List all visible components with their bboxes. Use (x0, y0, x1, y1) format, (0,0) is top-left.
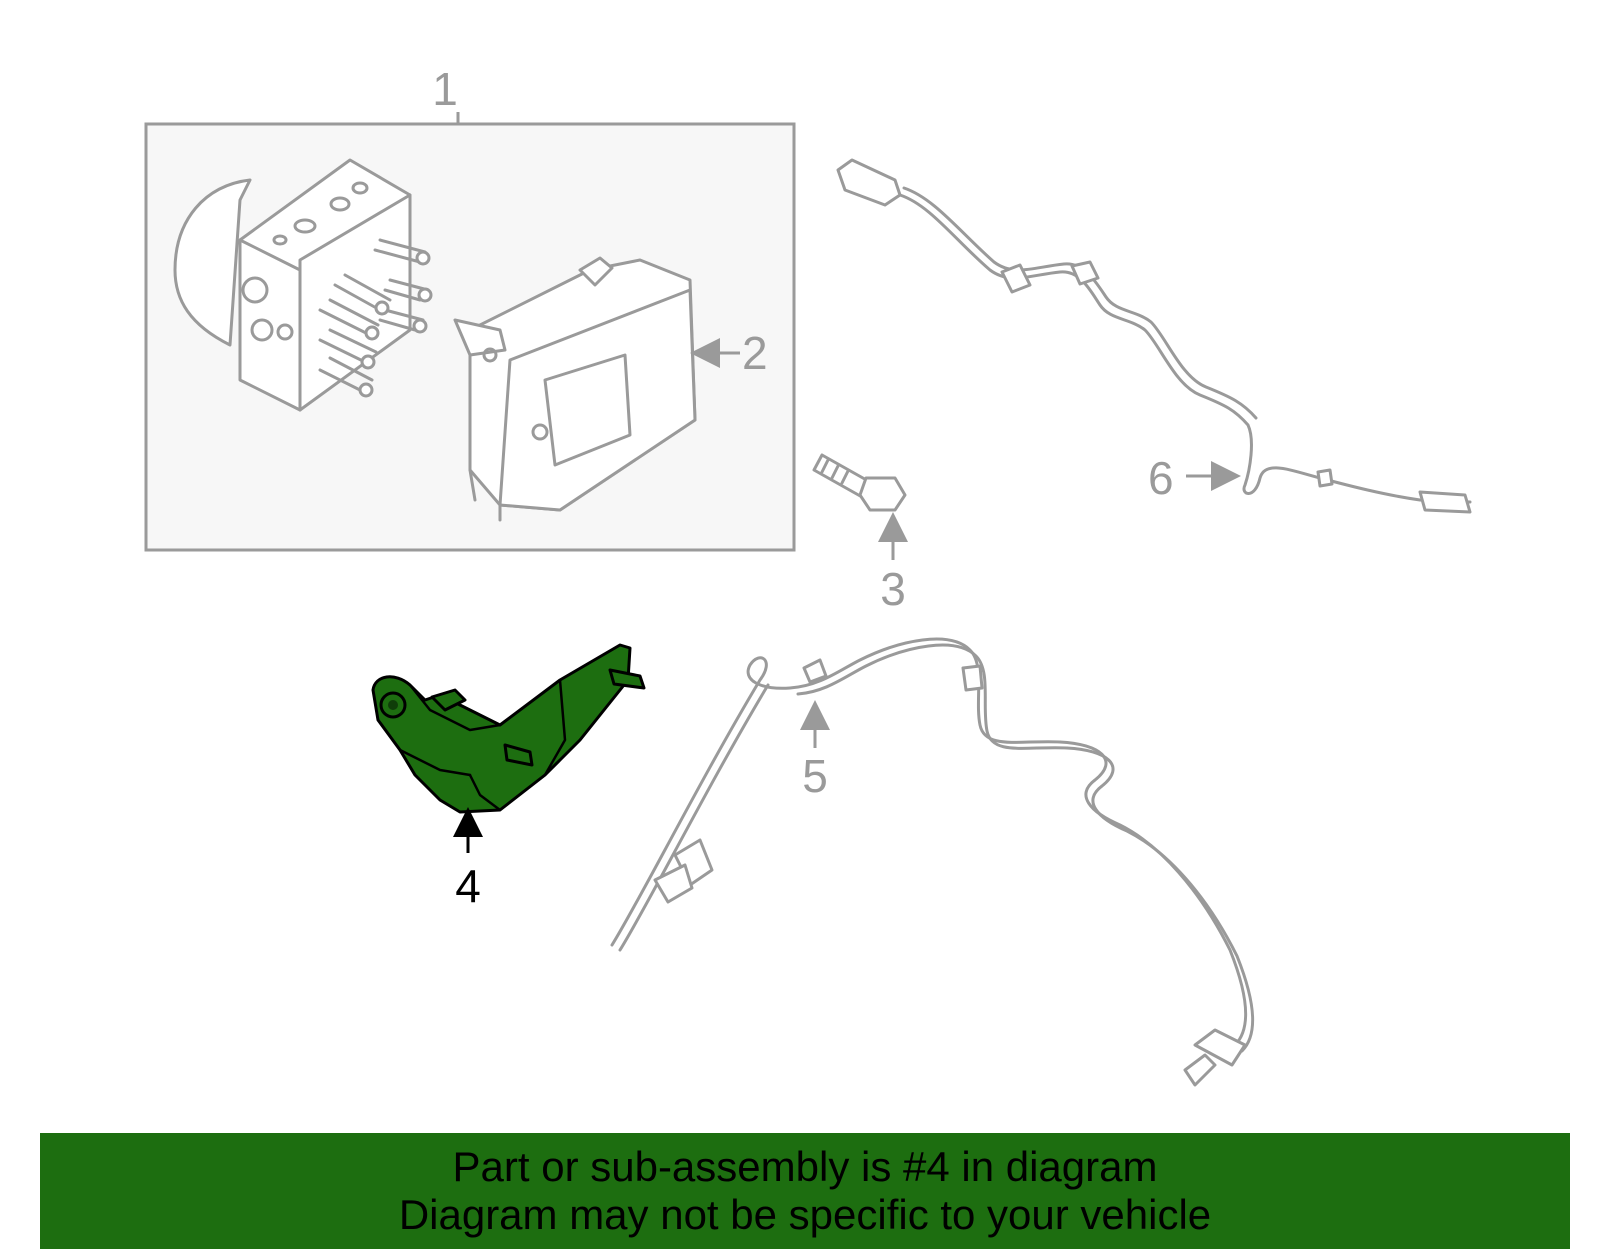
callout-6-label: 6 (1148, 452, 1174, 504)
info-banner: Part or sub-assembly is #4 in diagram Di… (40, 1133, 1570, 1249)
callout-5-group: 5 (800, 700, 830, 802)
callout-3-group: 3 (878, 512, 908, 615)
callout-2-label: 2 (742, 327, 768, 379)
sensor-harness-5 (610, 637, 1255, 1087)
banner-line-disclaimer: Diagram may not be specific to your vehi… (398, 1191, 1212, 1238)
callout-5-label: 5 (802, 750, 828, 802)
callout-2-group: 2 (690, 327, 768, 379)
sensor-harness-6 (836, 158, 1472, 514)
abs-ports (318, 238, 433, 398)
callout-3-label: 3 (880, 563, 906, 615)
abs-hydraulic-unit (173, 158, 433, 412)
callout-6-group: 6 (1148, 452, 1241, 504)
callout-1-label: 1 (432, 63, 458, 115)
bolt (812, 453, 907, 512)
callout-4-label: 4 (455, 860, 481, 912)
abs-control-module (453, 256, 697, 522)
abs-module-bracket (371, 643, 646, 814)
banner-line-part-number: Part or sub-assembly is #4 in diagram (452, 1143, 1158, 1190)
callout-4-group: 4 (453, 807, 483, 912)
